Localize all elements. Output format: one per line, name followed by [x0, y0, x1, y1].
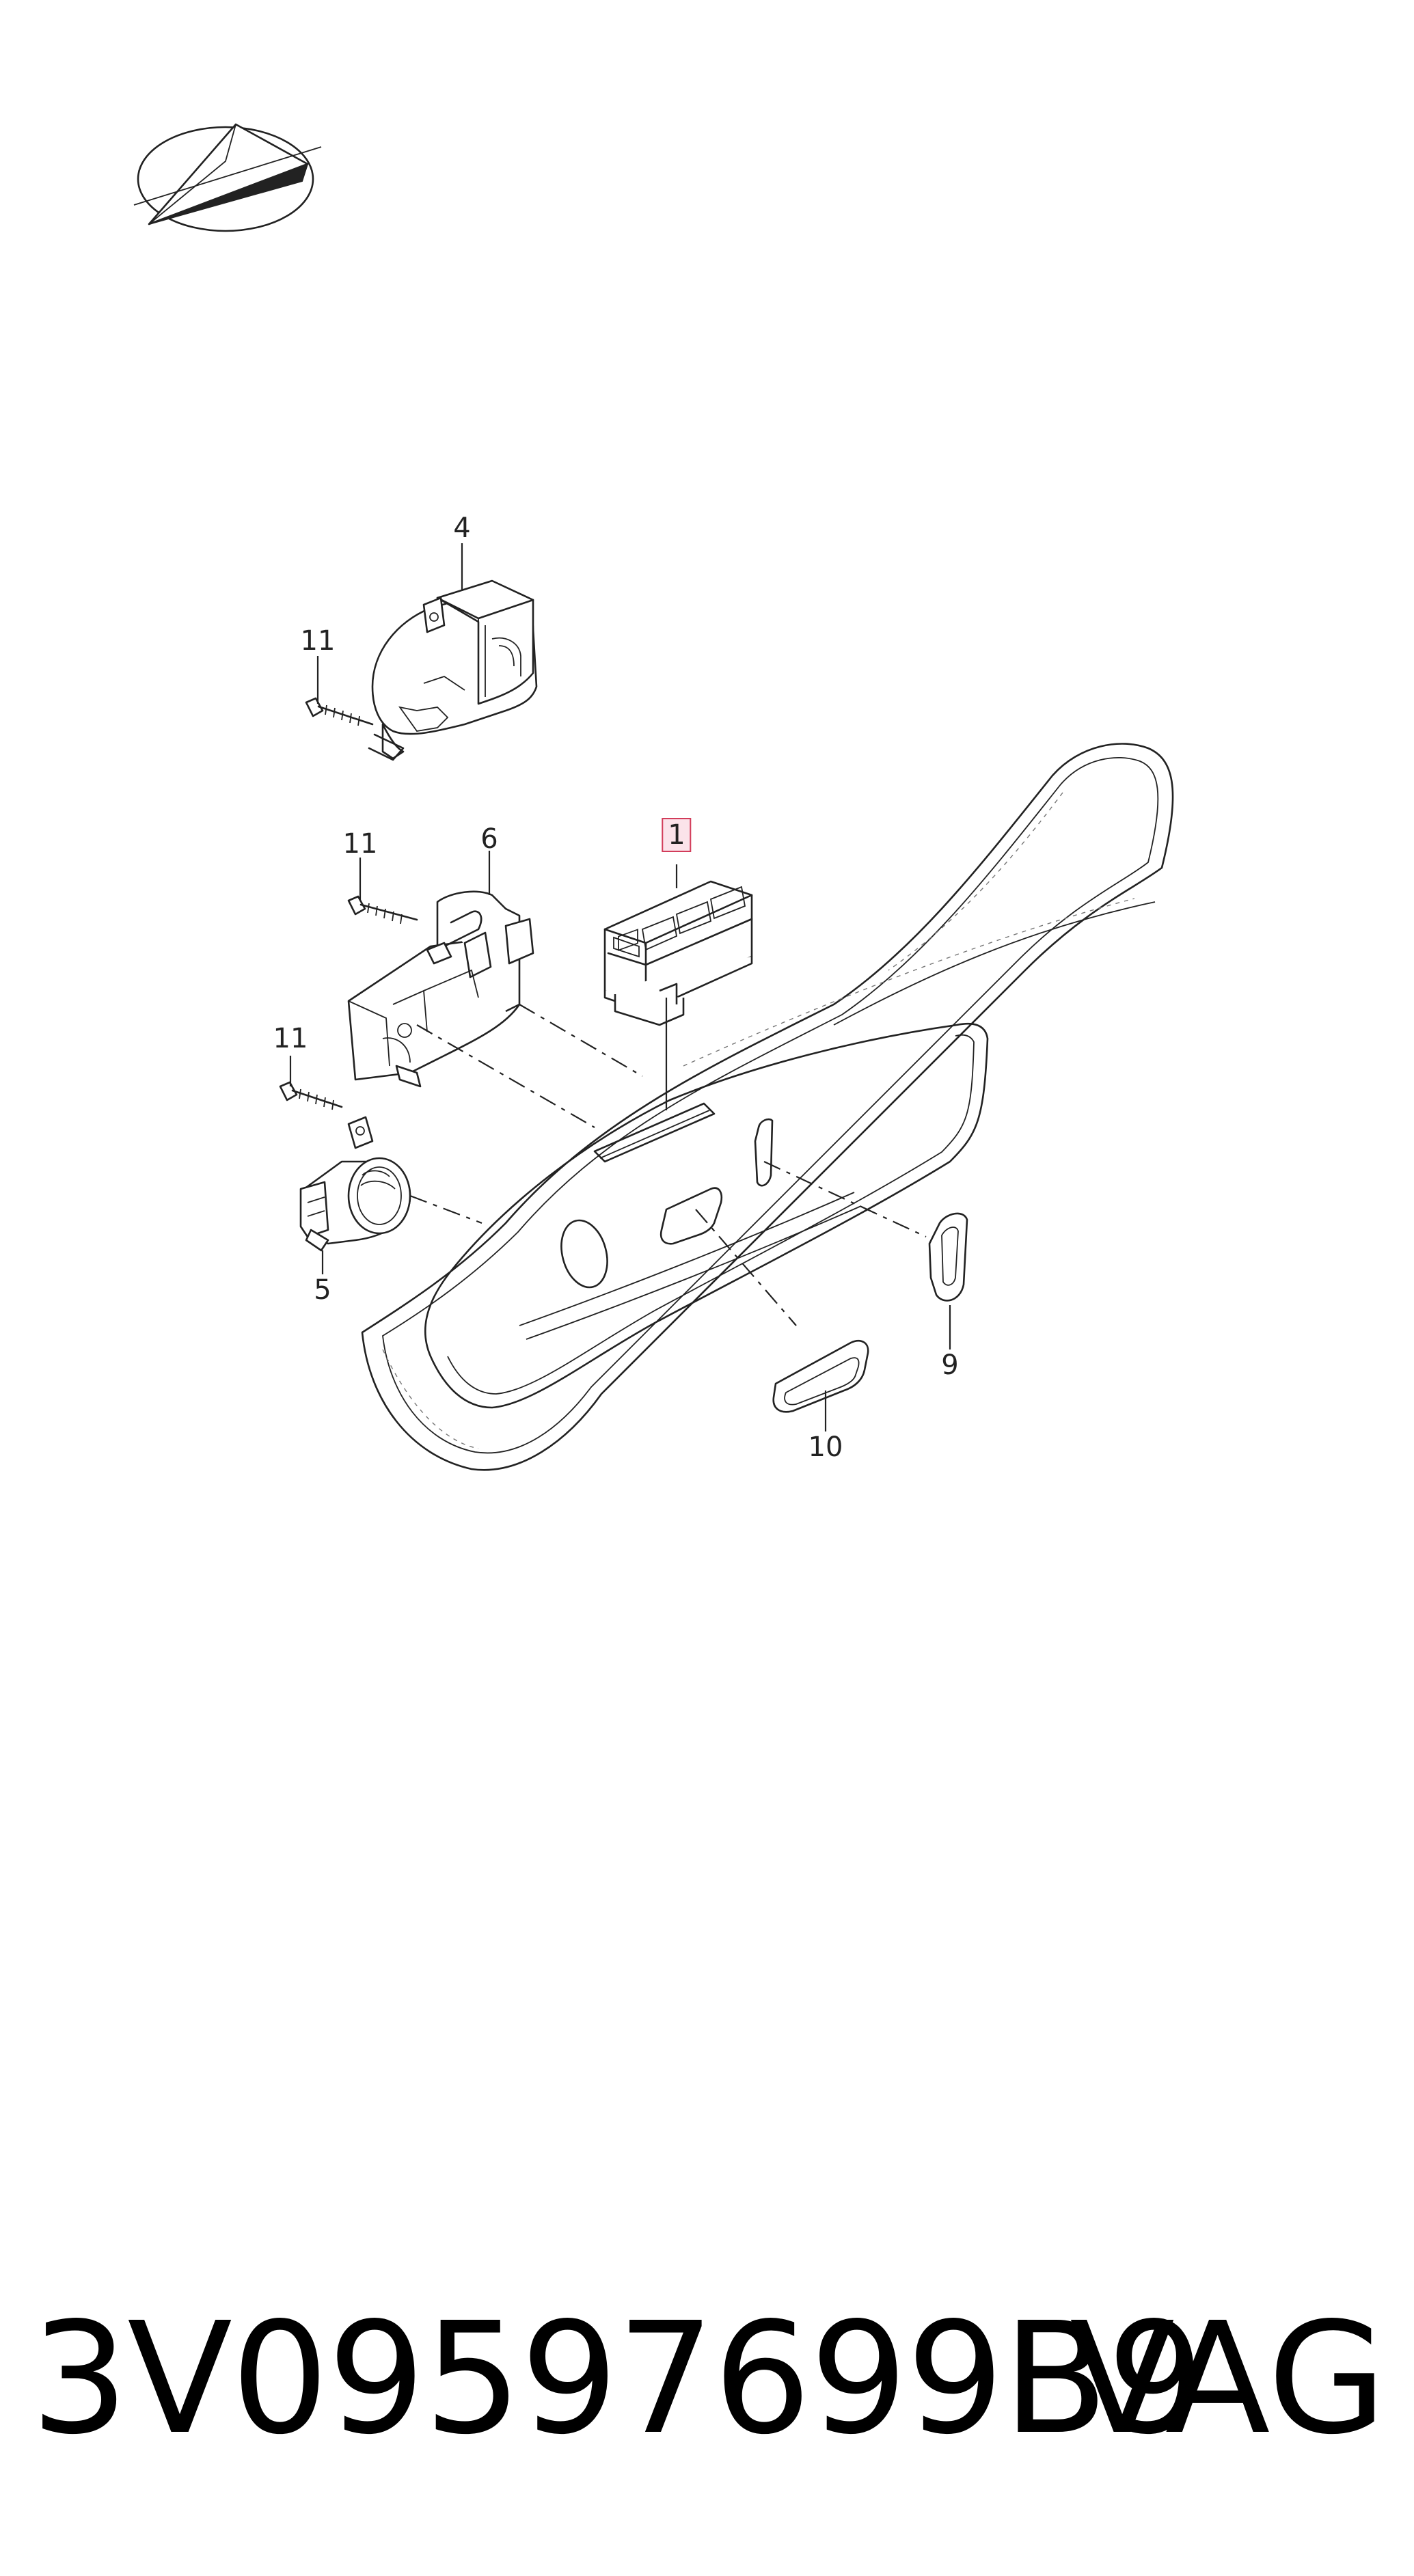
part-10-cap — [772, 1339, 869, 1413]
callout-5: 5 — [314, 1274, 331, 1306]
part-4-motor — [368, 579, 538, 761]
callout-9: 9 — [941, 1349, 959, 1381]
part-5-motor — [299, 1116, 411, 1252]
callout-10: 10 — [808, 1431, 843, 1463]
callout-11-bottom: 11 — [273, 1023, 308, 1054]
callout-11-top: 11 — [300, 625, 336, 657]
callout-4: 4 — [453, 512, 471, 544]
part-number: 3V09597699B9 — [31, 2290, 1205, 2469]
leader-lines — [289, 543, 951, 1431]
screw-11-top — [305, 697, 374, 726]
part-1-seat-switch — [603, 880, 753, 1026]
seat-side-panel — [361, 743, 1174, 1471]
screw-11-middle — [347, 895, 418, 924]
callout-1-highlighted[interactable]: 1 — [662, 818, 692, 852]
callout-6: 6 — [480, 823, 498, 855]
brand-name: VAG — [1070, 2290, 1387, 2469]
screw-11-bottom — [279, 1081, 343, 1110]
part-9-lever — [928, 1212, 968, 1302]
part-6-control-module — [347, 890, 534, 1088]
callout-11-middle: 11 — [342, 828, 378, 860]
paper-plane-logo-icon — [133, 123, 322, 232]
assembly-lines — [409, 1004, 927, 1326]
